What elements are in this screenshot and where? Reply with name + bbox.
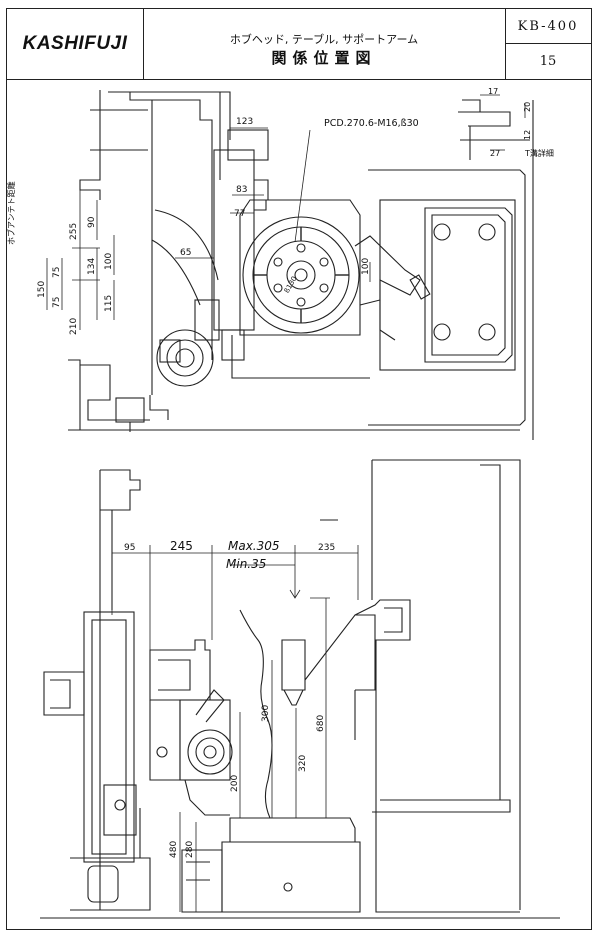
slot-27: 27 [490,149,500,158]
title-cell: ホブヘッド, テーブル, サポートアーム 関係位置図 [143,9,506,79]
top-view [68,90,534,440]
slot-12: 12 [523,130,532,140]
dim-150: 150 [37,281,47,298]
dim-bore: ß130 [283,275,299,294]
dim-max: Max.305 [228,539,280,553]
dim-320: 320 [298,755,308,772]
dim-100-right: 100 [361,258,371,275]
dim-680: 680 [316,715,326,732]
side-label: ホブアンテト距離 [6,181,16,245]
dim-77: 77 [234,209,245,219]
front-dimension-lines [111,545,359,912]
dim-115: 115 [104,295,114,312]
dim-235: 235 [318,543,335,553]
dim-480: 480 [169,841,179,858]
dim-300: 300 [261,705,271,722]
top-dimension-lines [46,94,526,330]
slot-20: 20 [523,102,532,112]
drawing-sheet: KASHIFUJI ホブヘッド, テーブル, サポートアーム 関係位置図 KB-… [6,8,592,930]
dim-123: 123 [236,117,253,127]
dim-65: 65 [180,248,191,258]
dim-75-a: 75 [52,267,62,278]
dim-200: 200 [230,775,240,792]
drawing-subtitle: ホブヘッド, テーブル, サポートアーム [229,33,419,46]
dim-210: 210 [69,318,79,335]
front-view [40,459,560,919]
drawing-title: 関係位置図 [271,49,377,67]
dim-100: 100 [104,253,114,270]
slot-17: 17 [488,87,498,96]
dim-95: 95 [124,543,135,553]
slot-label: T溝詳細 [524,148,554,158]
brand-logo: KASHIFUJI [7,9,144,79]
model-number: KB-400 [505,9,591,44]
page-number: 15 [539,53,557,69]
dim-280: 280 [185,841,195,858]
dim-83: 83 [236,185,247,195]
dim-90: 90 [87,216,97,228]
dim-134: 134 [87,258,97,275]
title-block: KASHIFUJI ホブヘッド, テーブル, サポートアーム 関係位置図 KB-… [7,9,591,80]
dim-255: 255 [69,223,79,240]
dim-min: Min.35 [226,557,266,571]
dim-245: 245 [170,539,193,553]
pcd-note: PCD.270.6-M16,ß30 [324,118,419,129]
dim-75-b: 75 [52,297,62,308]
